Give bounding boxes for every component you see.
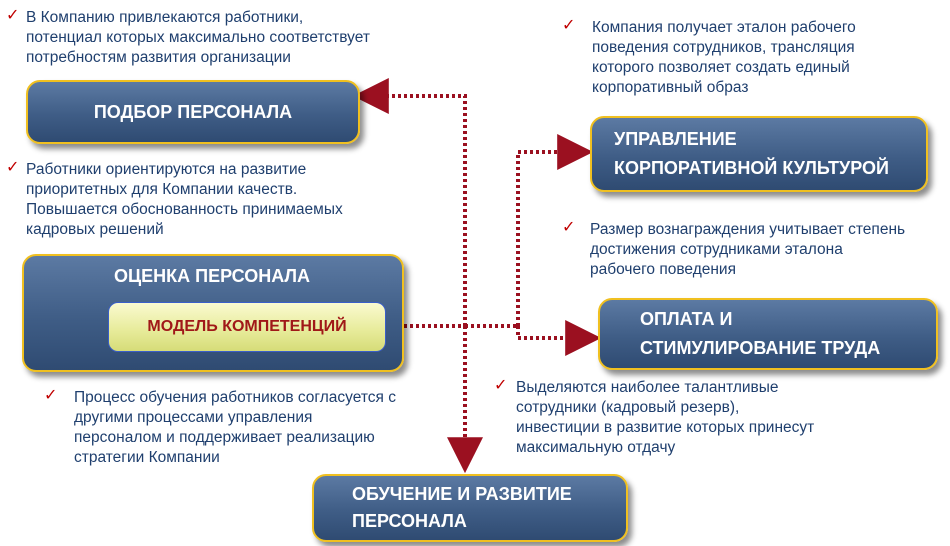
note-line: В Компанию привлекаются работники, xyxy=(26,9,304,26)
note-line: потенциал которых максимально соответств… xyxy=(26,29,370,46)
note-line: потребностям развития организации xyxy=(26,49,291,66)
check-icon: ✓ xyxy=(6,159,20,176)
check-icon: ✓ xyxy=(44,387,58,404)
note-line: другими процессами управления xyxy=(74,409,313,426)
box-podbor: ПОДБОР ПЕРСОНАЛА xyxy=(26,80,360,144)
note-line: сотрудники (кадровый резерв), xyxy=(516,399,740,416)
box-oplata: ОПЛАТА И СТИМУЛИРОВАНИЕ ТРУДА xyxy=(598,298,938,370)
note-line: Выделяются наиболее талантливые xyxy=(516,379,779,396)
box-culture-label-2: КОРПОРАТИВНОЙ КУЛЬТУРОЙ xyxy=(614,158,889,178)
note-podbor: В Компанию привлекаются работники, потен… xyxy=(26,8,370,68)
box-model-label: МОДЕЛЬ КОМПЕТЕНЦИЙ xyxy=(147,318,347,335)
note-line: Повышается обоснованность принимаемых xyxy=(26,201,343,218)
check-icon: ✓ xyxy=(562,219,576,236)
box-model-kompetenciy: МОДЕЛЬ КОМПЕТЕНЦИЙ xyxy=(108,302,386,352)
note-line: поведения сотрудников, трансляция xyxy=(592,39,855,56)
arrow-to-podbor xyxy=(352,78,467,326)
note-culture: Компания получает эталон рабочего поведе… xyxy=(592,18,856,98)
note-line: кадровых решений xyxy=(26,221,164,238)
box-obuchenie-label-2: ПЕРСОНАЛА xyxy=(352,511,467,531)
box-oplata-label-2: СТИМУЛИРОВАНИЕ ТРУДА xyxy=(640,338,881,358)
note-line: Компания получает эталон рабочего xyxy=(592,19,856,36)
arrow-to-culture xyxy=(516,134,594,326)
note-line: Процесс обучения работников согласуется … xyxy=(74,389,396,406)
note-ocenka: Работники ориентируются на развитие прио… xyxy=(26,160,343,240)
box-culture-label-1: УПРАВЛЕНИЕ xyxy=(614,129,737,149)
box-ocenka-label: ОЦЕНКА ПЕРСОНАЛА xyxy=(114,266,311,286)
check-icon: ✓ xyxy=(6,7,20,24)
box-obuchenie: ОБУЧЕНИЕ И РАЗВИТИЕ ПЕРСОНАЛА xyxy=(312,474,628,542)
note-line: максимальную отдачу xyxy=(516,439,676,456)
note-line: стратегии Компании xyxy=(74,449,220,466)
note-line: достижения сотрудниками эталона xyxy=(590,241,843,258)
note-oplata: Размер вознаграждения учитывает степень … xyxy=(590,220,905,280)
box-podbor-label: ПОДБОР ПЕРСОНАЛА xyxy=(93,101,293,122)
note-reserve: Выделяются наиболее талантливые сотрудни… xyxy=(516,378,814,458)
note-line: Работники ориентируются на развитие xyxy=(26,161,307,178)
note-obuchenie: Процесс обучения работников согласуется … xyxy=(74,388,396,468)
box-oplata-label-1: ОПЛАТА И xyxy=(640,309,733,329)
arrow-to-oplata xyxy=(516,320,602,356)
check-icon: ✓ xyxy=(494,377,508,394)
check-icon: ✓ xyxy=(562,17,576,34)
note-line: которого позволяет создать единый xyxy=(592,59,850,76)
box-obuchenie-label-1: ОБУЧЕНИЕ И РАЗВИТИЕ xyxy=(352,484,572,504)
box-culture: УПРАВЛЕНИЕ КОРПОРАТИВНОЙ КУЛЬТУРОЙ xyxy=(590,116,928,192)
note-line: корпоративный образ xyxy=(592,79,749,96)
note-line: инвестиции в развитие которых принесут xyxy=(516,419,815,436)
note-line: приоритетных для Компании качеств. xyxy=(26,181,298,198)
note-line: рабочего поведения xyxy=(590,261,736,278)
note-line: персоналом и поддерживает реализацию xyxy=(74,429,375,446)
note-line: Размер вознаграждения учитывает степень xyxy=(590,221,906,238)
